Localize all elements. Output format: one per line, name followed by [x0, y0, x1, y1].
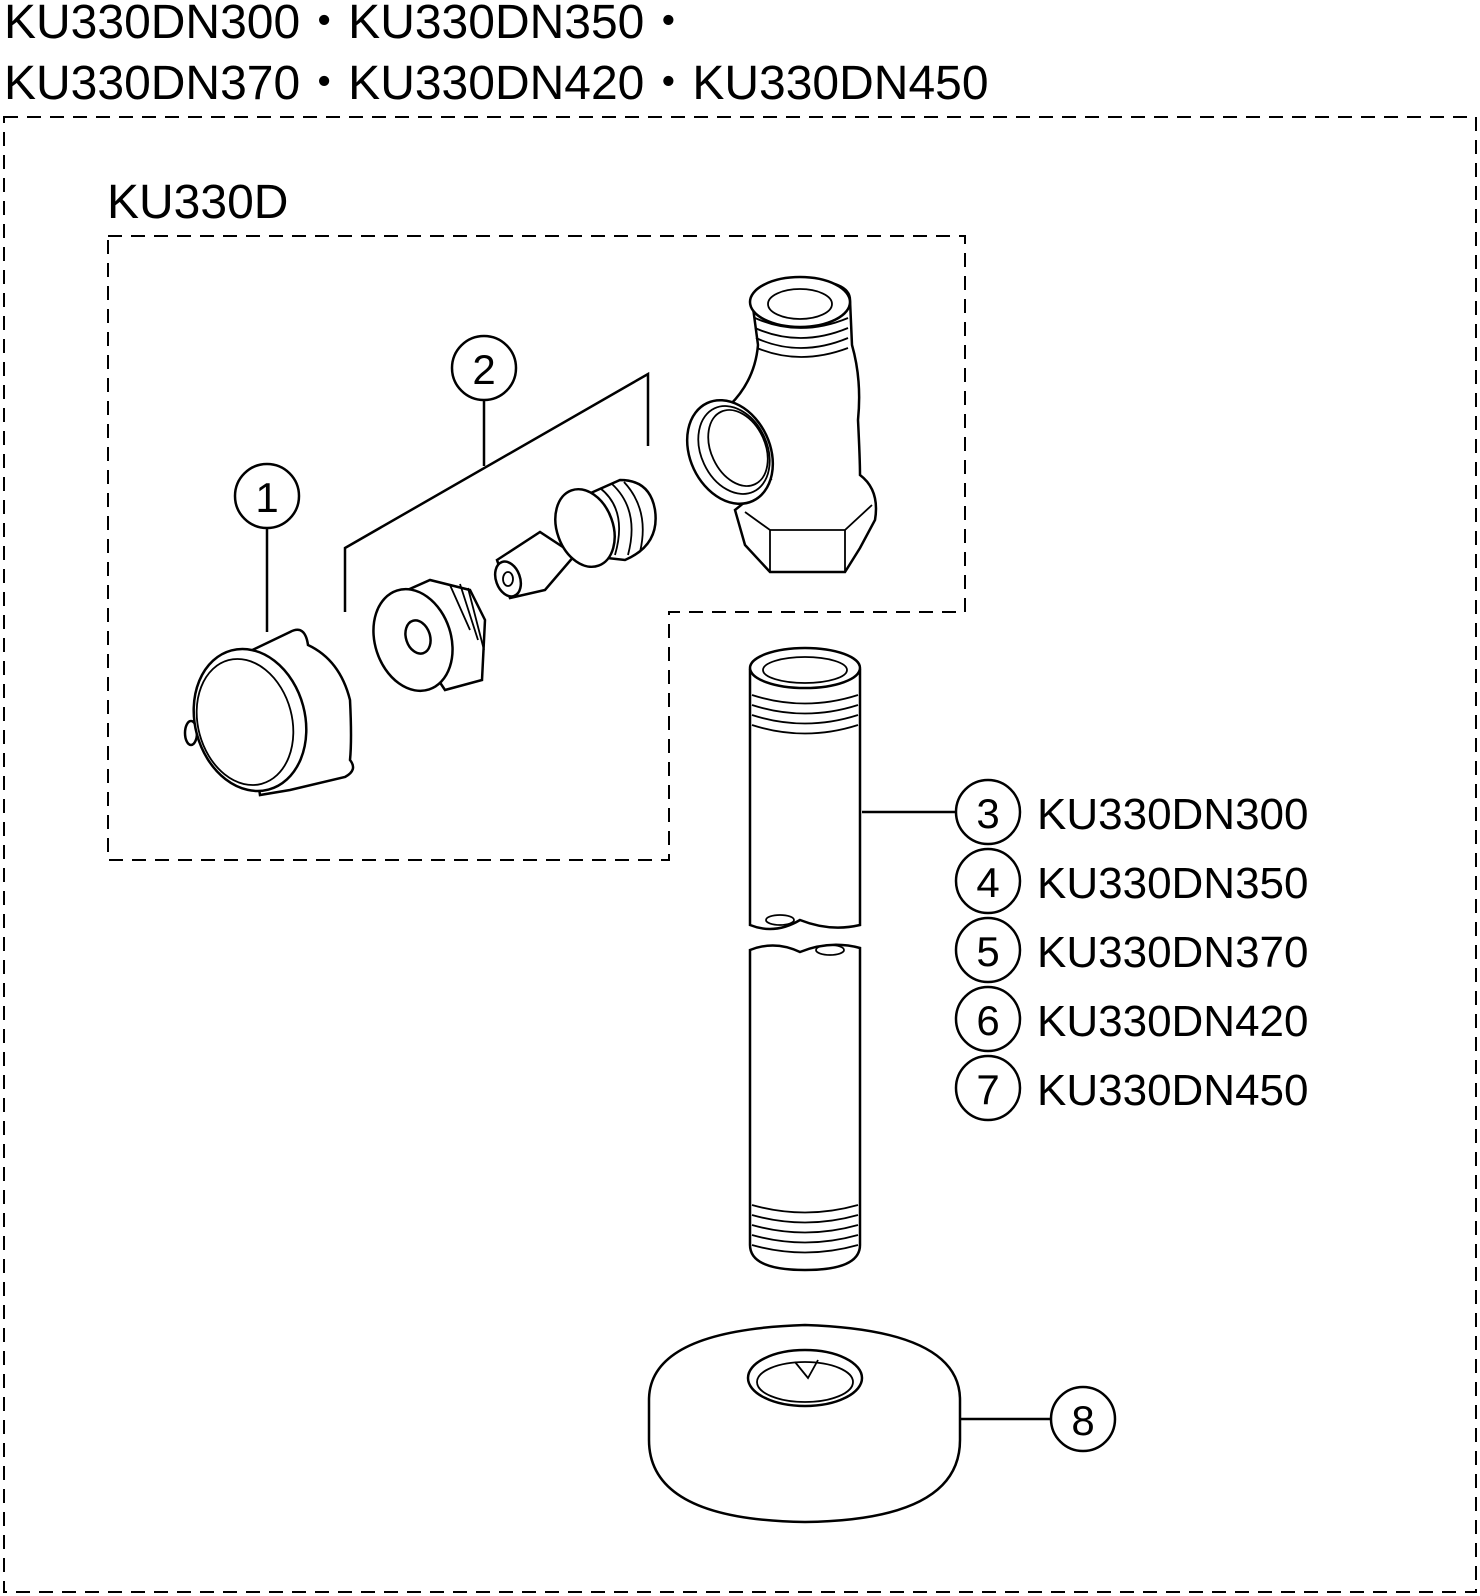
part-2-valve-cartridge — [372, 478, 657, 693]
callout-4: 4 KU330DN350 — [954, 847, 1309, 915]
title-line-2: KU330DN370・KU330DN420・KU330DN450 — [4, 57, 989, 110]
callout-4-model: KU330DN350 — [1037, 859, 1309, 908]
callout-5: 5 KU330DN370 — [954, 916, 1309, 984]
bracket-2 — [343, 371, 650, 612]
svg-text:1: 1 — [255, 474, 278, 521]
group-boundary — [107, 235, 966, 861]
svg-text:5: 5 — [976, 928, 999, 975]
callout-3-model: KU330DN300 — [1037, 790, 1309, 839]
callout-8: 8 — [1049, 1385, 1117, 1453]
title-line-1: KU330DN300・KU330DN350・ — [4, 0, 692, 49]
part-1-handle-cap — [183, 628, 355, 797]
callout-3: 3 KU330DN300 — [954, 778, 1309, 846]
svg-text:7: 7 — [976, 1066, 999, 1113]
part-8-escutcheon-plate — [647, 1323, 962, 1524]
svg-text:2: 2 — [472, 346, 495, 393]
svg-text:6: 6 — [976, 997, 999, 1044]
svg-text:8: 8 — [1071, 1397, 1094, 1444]
part-3-7-nipple-pipe — [748, 646, 862, 1272]
callout-2: 2 — [450, 334, 518, 402]
outer-set-boundary — [3, 116, 1477, 1593]
callout-6-model: KU330DN420 — [1037, 997, 1309, 1046]
callout-5-model: KU330DN370 — [1037, 928, 1309, 977]
valve-body — [685, 275, 878, 574]
callout-7-model: KU330DN450 — [1037, 1066, 1309, 1115]
callout-7: 7 KU330DN450 — [954, 1054, 1309, 1122]
callout-6: 6 KU330DN420 — [954, 985, 1309, 1053]
group-label: KU330D — [107, 176, 288, 229]
svg-text:3: 3 — [976, 790, 999, 837]
svg-text:4: 4 — [976, 859, 999, 906]
callout-1: 1 — [233, 462, 301, 530]
